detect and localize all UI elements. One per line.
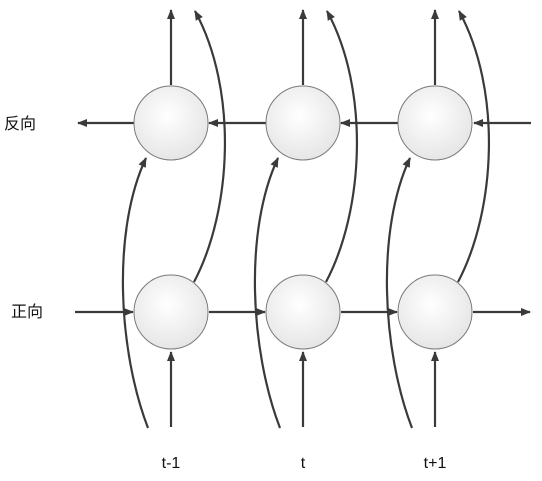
input-curve-to-backward-t-minus-1	[121, 157, 150, 429]
input-curve-to-backward-t	[253, 157, 282, 429]
backward-node-t	[265, 85, 341, 161]
forward-curve-to-output-t	[325, 10, 358, 283]
timestep-label-t-minus-1: t-1	[162, 455, 181, 472]
forward-node-t-plus-1	[397, 274, 473, 350]
backward-node-t-plus-1	[397, 85, 473, 161]
timestep-label-t: t	[301, 455, 306, 472]
forward-row-label: 正向	[11, 302, 43, 321]
backward-row-label: 反向	[4, 114, 36, 133]
backward-node-t-minus-1	[133, 85, 209, 161]
forward-curve-to-output-t-minus-1	[193, 10, 226, 283]
forward-node-t	[265, 274, 341, 350]
forward-curve-to-output-t-plus-1	[457, 10, 490, 283]
timestep-label-t-plus-1: t+1	[424, 455, 447, 472]
forward-node-t-minus-1	[133, 274, 209, 350]
input-curve-to-backward-t-plus-1	[385, 157, 414, 429]
